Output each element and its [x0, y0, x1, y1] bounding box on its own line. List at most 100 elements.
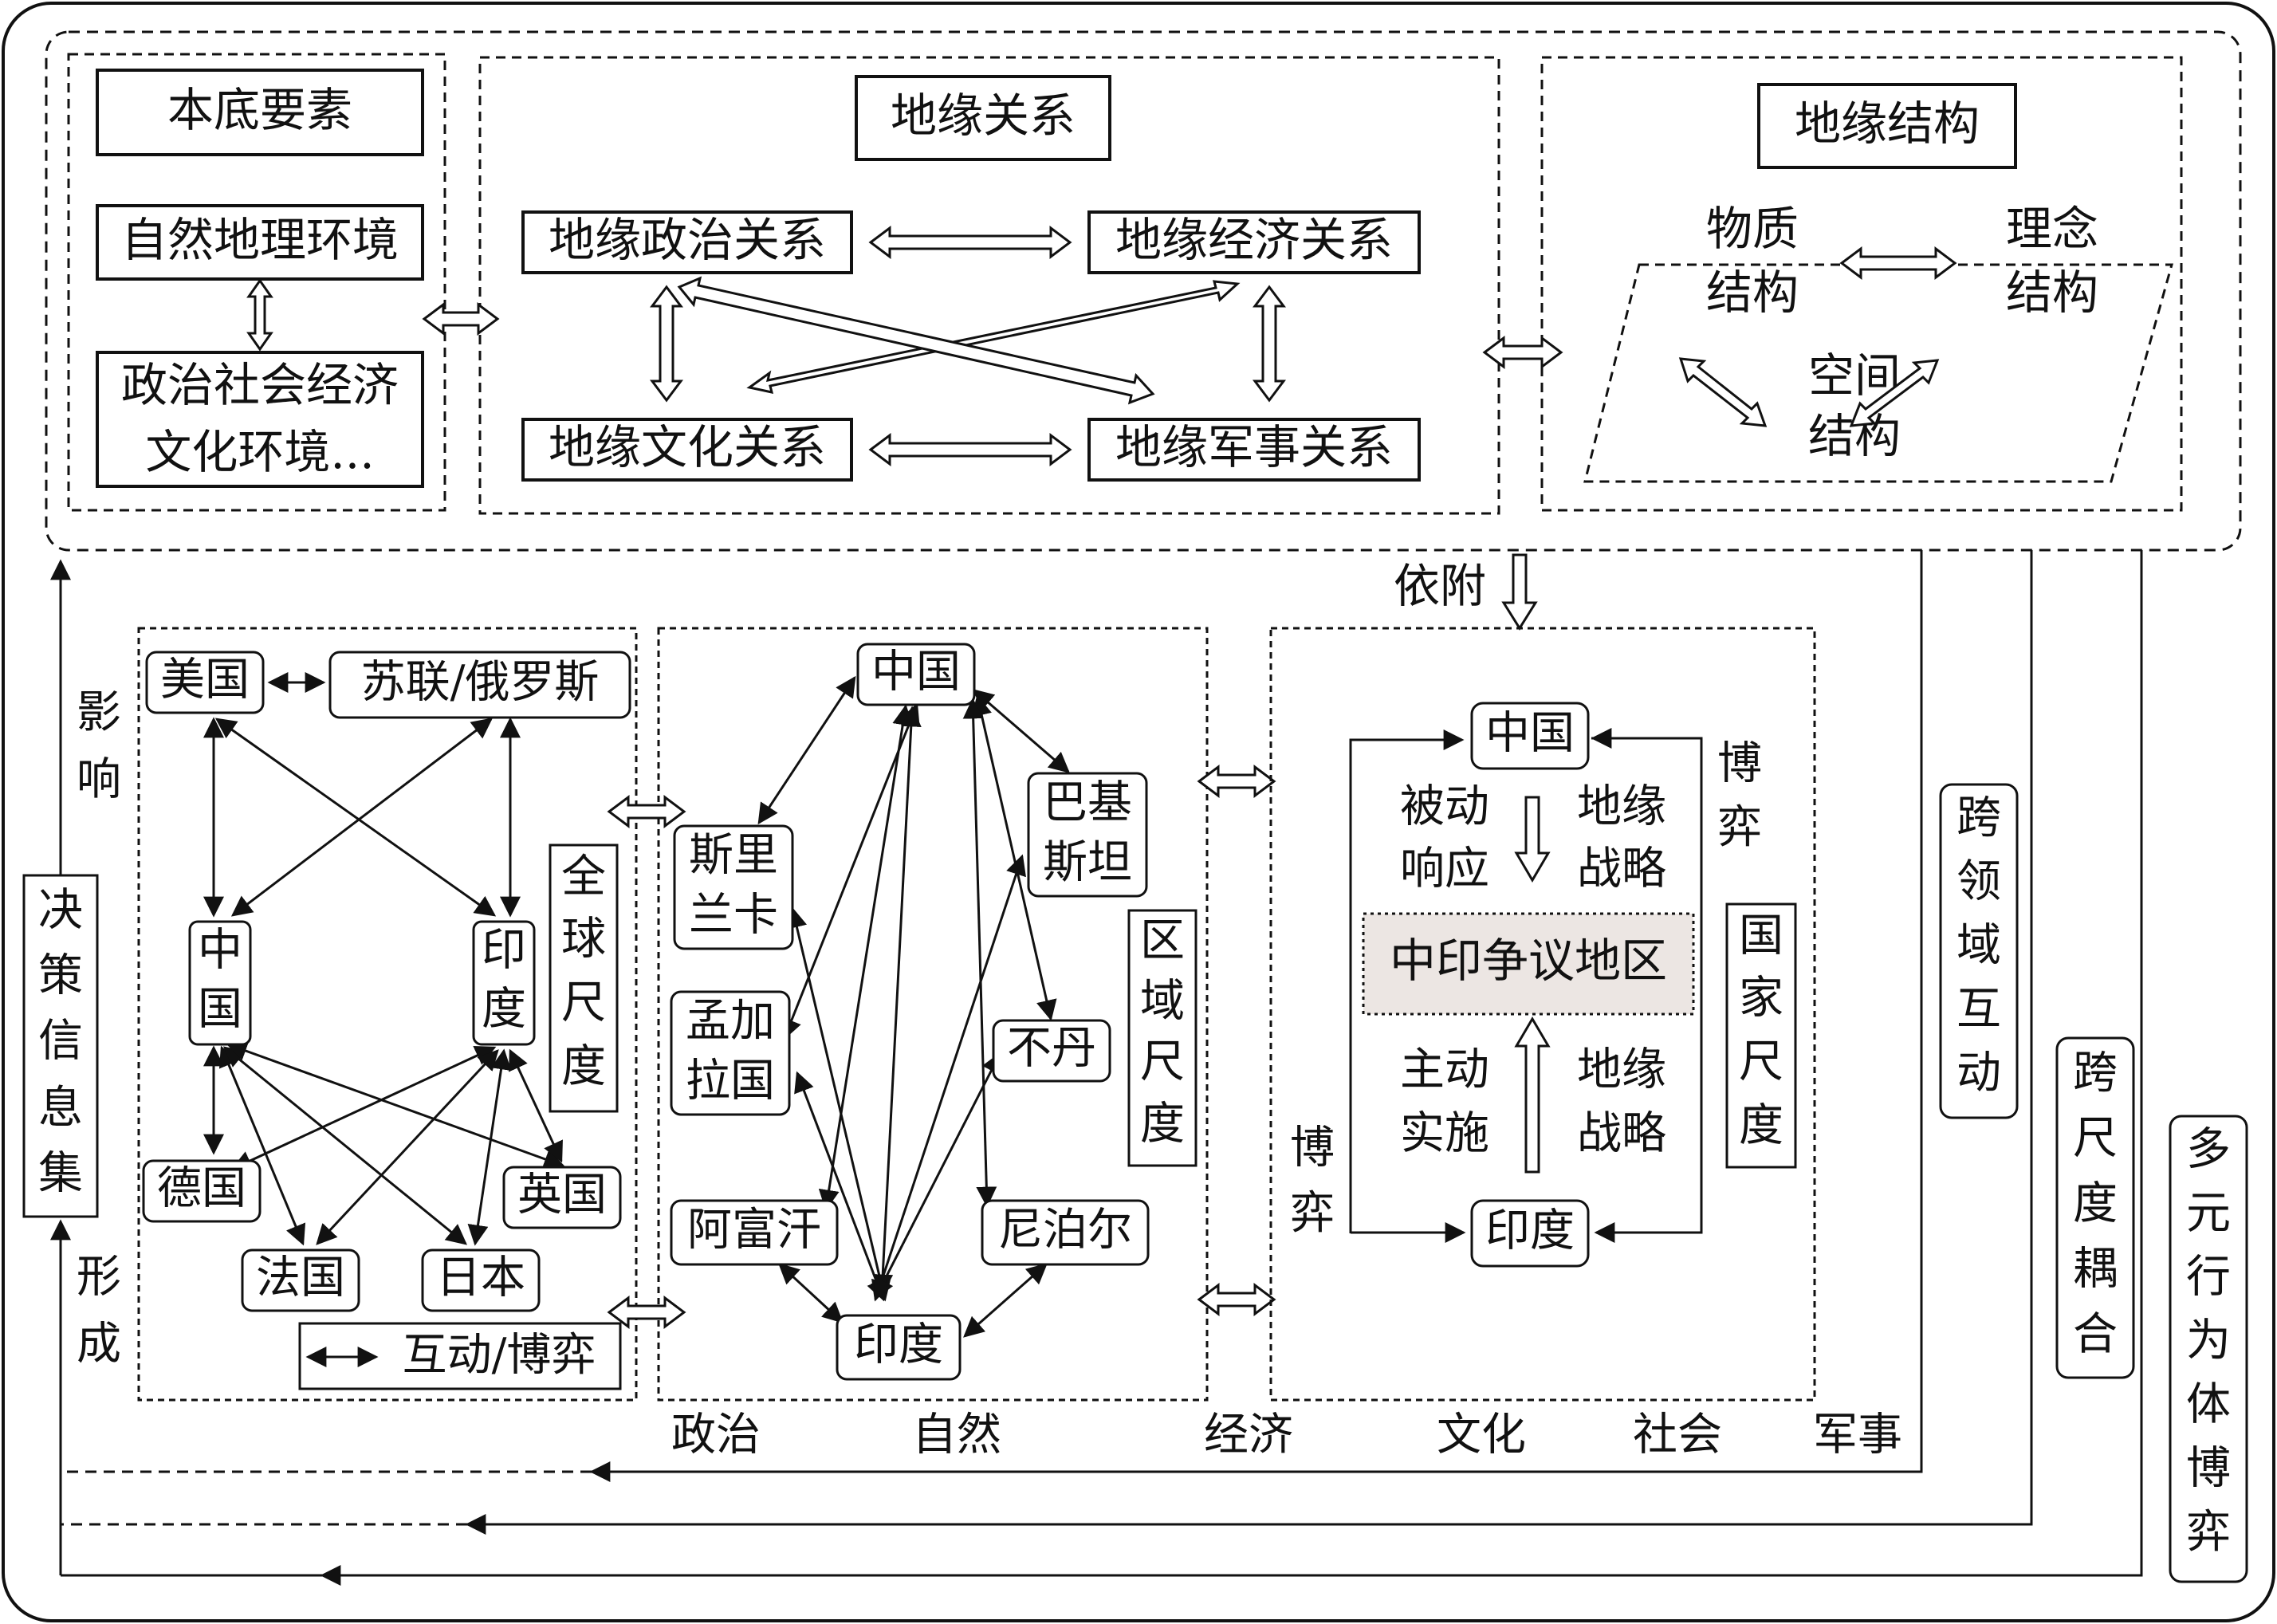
national-scale-c1: 国: [1739, 910, 1783, 962]
pol-mil-arrow: [677, 276, 1155, 405]
bhutan-box: [992, 1019, 1111, 1083]
national-scale-c2: 家: [1739, 973, 1783, 1024]
multi-actor-c3: 行: [2186, 1252, 2231, 1304]
material-ideal-arrow: [1839, 246, 1957, 280]
regional-arrows: [757, 675, 1070, 1338]
regional-scale-c3: 尺: [1140, 1036, 1185, 1088]
social-env-box: [96, 351, 424, 488]
uk-label: 英国: [517, 1170, 607, 1221]
passive-down-arrow: [1514, 796, 1551, 883]
decision-c1: 决: [38, 885, 83, 937]
regional-india-box: [836, 1314, 962, 1381]
base-panel: [67, 53, 446, 512]
political-relation-box: [521, 210, 853, 274]
china-pakistan-arrow: [973, 689, 1070, 773]
japan-box: [421, 1248, 541, 1312]
ussr-box: [328, 651, 631, 719]
pol-eco-arrow: [868, 226, 1072, 259]
national-china-label: 中国: [1485, 708, 1575, 760]
game-left-c1: 博: [1290, 1123, 1335, 1174]
cross-scale-box: [2055, 1036, 2135, 1379]
multi-actor-c5: 体: [2186, 1379, 2231, 1431]
ussr-china-arrow: [230, 718, 494, 917]
global-india-l1: 印: [482, 925, 526, 977]
regional-scale-box: [1127, 909, 1197, 1167]
social-env-line2: 文化环境...: [145, 425, 374, 479]
military-relation-label: 地缘军事关系: [1115, 420, 1393, 474]
multi-actor-c1: 多: [2186, 1124, 2231, 1176]
nepal-label: 尼泊尔: [998, 1205, 1132, 1256]
attach-label: 依附: [1394, 559, 1486, 613]
multi-actor-c4: 为: [2186, 1315, 2231, 1367]
feedback-line-2: [465, 550, 2033, 1535]
uk-box: [502, 1166, 622, 1229]
relations-structure-arrow: [1482, 336, 1563, 369]
feedback-line-1: [589, 550, 1923, 1482]
game-top-c1: 博: [1717, 738, 1762, 790]
global-scale-c4: 度: [561, 1041, 606, 1093]
cross-domain-c3: 域: [1956, 920, 2001, 972]
global-india-l2: 度: [482, 984, 526, 1036]
strategy-bottom-l2: 战略: [1577, 1108, 1666, 1160]
cross-scale-c5: 合: [2073, 1309, 2118, 1361]
national-india-box: [1470, 1199, 1590, 1268]
domain-nature: 自然: [912, 1410, 1001, 1461]
base-relations-arrow: [422, 302, 500, 336]
bhutan-label: 不丹: [1007, 1023, 1096, 1075]
base-title-box: [96, 69, 424, 156]
passive-l2: 响应: [1400, 843, 1489, 895]
china-srilanka-arrow: [757, 675, 856, 825]
india-japan-arrow: [467, 1048, 512, 1246]
global-arrows: [203, 717, 565, 1246]
cross-scale-c2: 尺: [2073, 1113, 2118, 1165]
global-china-l1: 中: [198, 925, 242, 977]
nepal-box: [981, 1199, 1150, 1266]
cross-scale-c1: 跨: [2073, 1048, 2118, 1099]
attach-arrow: [1501, 553, 1538, 631]
cross-domain-c5: 动: [1956, 1048, 2001, 1099]
form-c1: 形: [77, 1252, 121, 1304]
global-india-box: [472, 920, 536, 1046]
cultural-relation-label: 地缘文化关系: [549, 420, 826, 474]
nepal-india-arrow: [963, 1263, 1048, 1338]
india-uk-arrow: [509, 1048, 563, 1163]
national-scale-box: [1725, 902, 1797, 1169]
regional-scale-c1: 区: [1140, 915, 1185, 967]
regional-china-box: [856, 643, 976, 706]
cross-scale-c4: 耦: [2073, 1244, 2118, 1296]
pol-cul-arrow: [650, 285, 683, 403]
active-up-arrow: [1514, 1016, 1551, 1174]
active-l2: 实施: [1400, 1108, 1489, 1160]
global-scale-c3: 尺: [561, 977, 606, 1029]
economic-relation-box: [1087, 210, 1421, 274]
top-region: [45, 30, 2242, 552]
regional-national-arrow-bottom: [1197, 1283, 1276, 1316]
cross-domain-c2: 领: [1956, 856, 2001, 908]
domain-economy: 经济: [1204, 1410, 1293, 1461]
structure-plane: [1583, 263, 2173, 483]
active-l1: 主动: [1400, 1044, 1489, 1096]
national-scale-c3: 尺: [1739, 1036, 1783, 1088]
usa-box: [145, 651, 265, 714]
pakistan-l1: 巴基: [1043, 777, 1132, 829]
cul-eco-arrow: [746, 280, 1241, 394]
relations-title-box: [855, 75, 1111, 161]
domain-politics: 政治: [671, 1410, 761, 1461]
multi-actor-c7: 弈: [2186, 1507, 2231, 1559]
strategy-top-l2: 战略: [1577, 843, 1666, 895]
bhutan-india-arrow: [874, 1052, 1001, 1300]
game-top-c2: 弈: [1717, 802, 1762, 854]
srilanka-box: [673, 824, 794, 950]
ideal-structure-l2: 结构: [2006, 265, 2098, 320]
relations-title: 地缘关系: [891, 88, 1076, 143]
cross-domain-c1: 跨: [1956, 792, 2001, 844]
passive-l1: 被动: [1400, 781, 1489, 833]
germany-box: [142, 1159, 262, 1223]
national-china-box: [1470, 702, 1590, 770]
national-scale-panel: [1269, 627, 1816, 1402]
social-env-line1: 政治社会经济: [121, 358, 399, 412]
domain-society: 社会: [1633, 1410, 1722, 1461]
dispute-area-label: 中印争议地区: [1390, 934, 1667, 988]
